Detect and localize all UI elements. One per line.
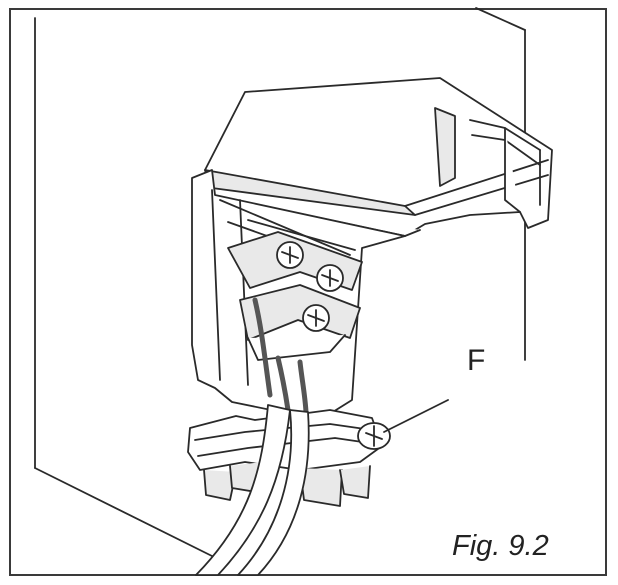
supply-cable — [195, 404, 310, 576]
callout-label-f: F — [467, 344, 486, 377]
terminal-screws — [227, 231, 363, 361]
figure-caption: Fig. 9.2 — [452, 530, 549, 562]
terminal-lid — [204, 77, 553, 237]
callout-leader-line — [383, 399, 449, 433]
conductors — [252, 297, 309, 415]
